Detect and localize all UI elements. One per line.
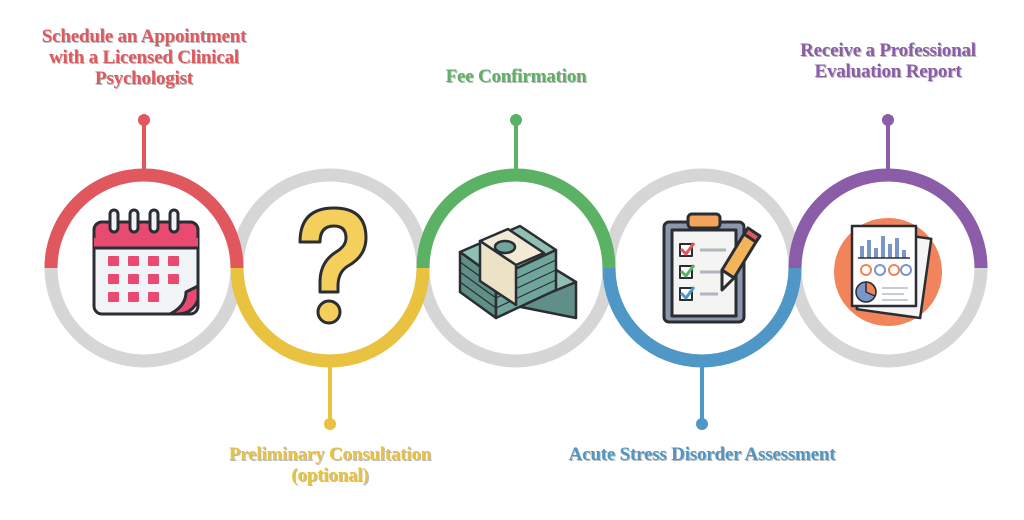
- step-label-line: Acute Stress Disorder Assessment: [568, 444, 836, 465]
- connector-dot-schedule: [138, 114, 150, 126]
- money-stack-icon: [458, 224, 578, 320]
- step-label-fee: Fee Confirmation: [386, 66, 646, 87]
- step-label-schedule: Schedule an Appointment with a Licensed …: [14, 26, 274, 89]
- connector-dot-assessment: [696, 418, 708, 430]
- step-label-report: Receive a Professional Evaluation Report: [758, 40, 1018, 82]
- step-label-line: Receive a Professional: [800, 40, 976, 61]
- step-label-line: (optional): [291, 465, 369, 486]
- report-chart-icon: [834, 218, 942, 326]
- step-label-assessment: Acute Stress Disorder Assessment: [522, 444, 882, 465]
- connector-dot-consultation: [324, 418, 336, 430]
- checklist-clipboard-icon: [662, 212, 762, 324]
- question-mark-icon: [298, 206, 368, 325]
- step-label-consultation: Preliminary Consultation (optional): [200, 444, 460, 486]
- step-label-line: Schedule an Appointment: [41, 26, 247, 47]
- step-label-line: with a Licensed Clinical: [49, 47, 239, 68]
- step-label-line: Psychologist: [95, 68, 193, 89]
- step-label-line: Preliminary Consultation: [228, 444, 432, 465]
- step-label-line: Fee Confirmation: [445, 66, 587, 87]
- connector-dot-fee: [510, 114, 522, 126]
- connector-dot-report: [882, 114, 894, 126]
- step-label-line: Evaluation Report: [814, 61, 962, 82]
- calendar-icon: [92, 208, 200, 316]
